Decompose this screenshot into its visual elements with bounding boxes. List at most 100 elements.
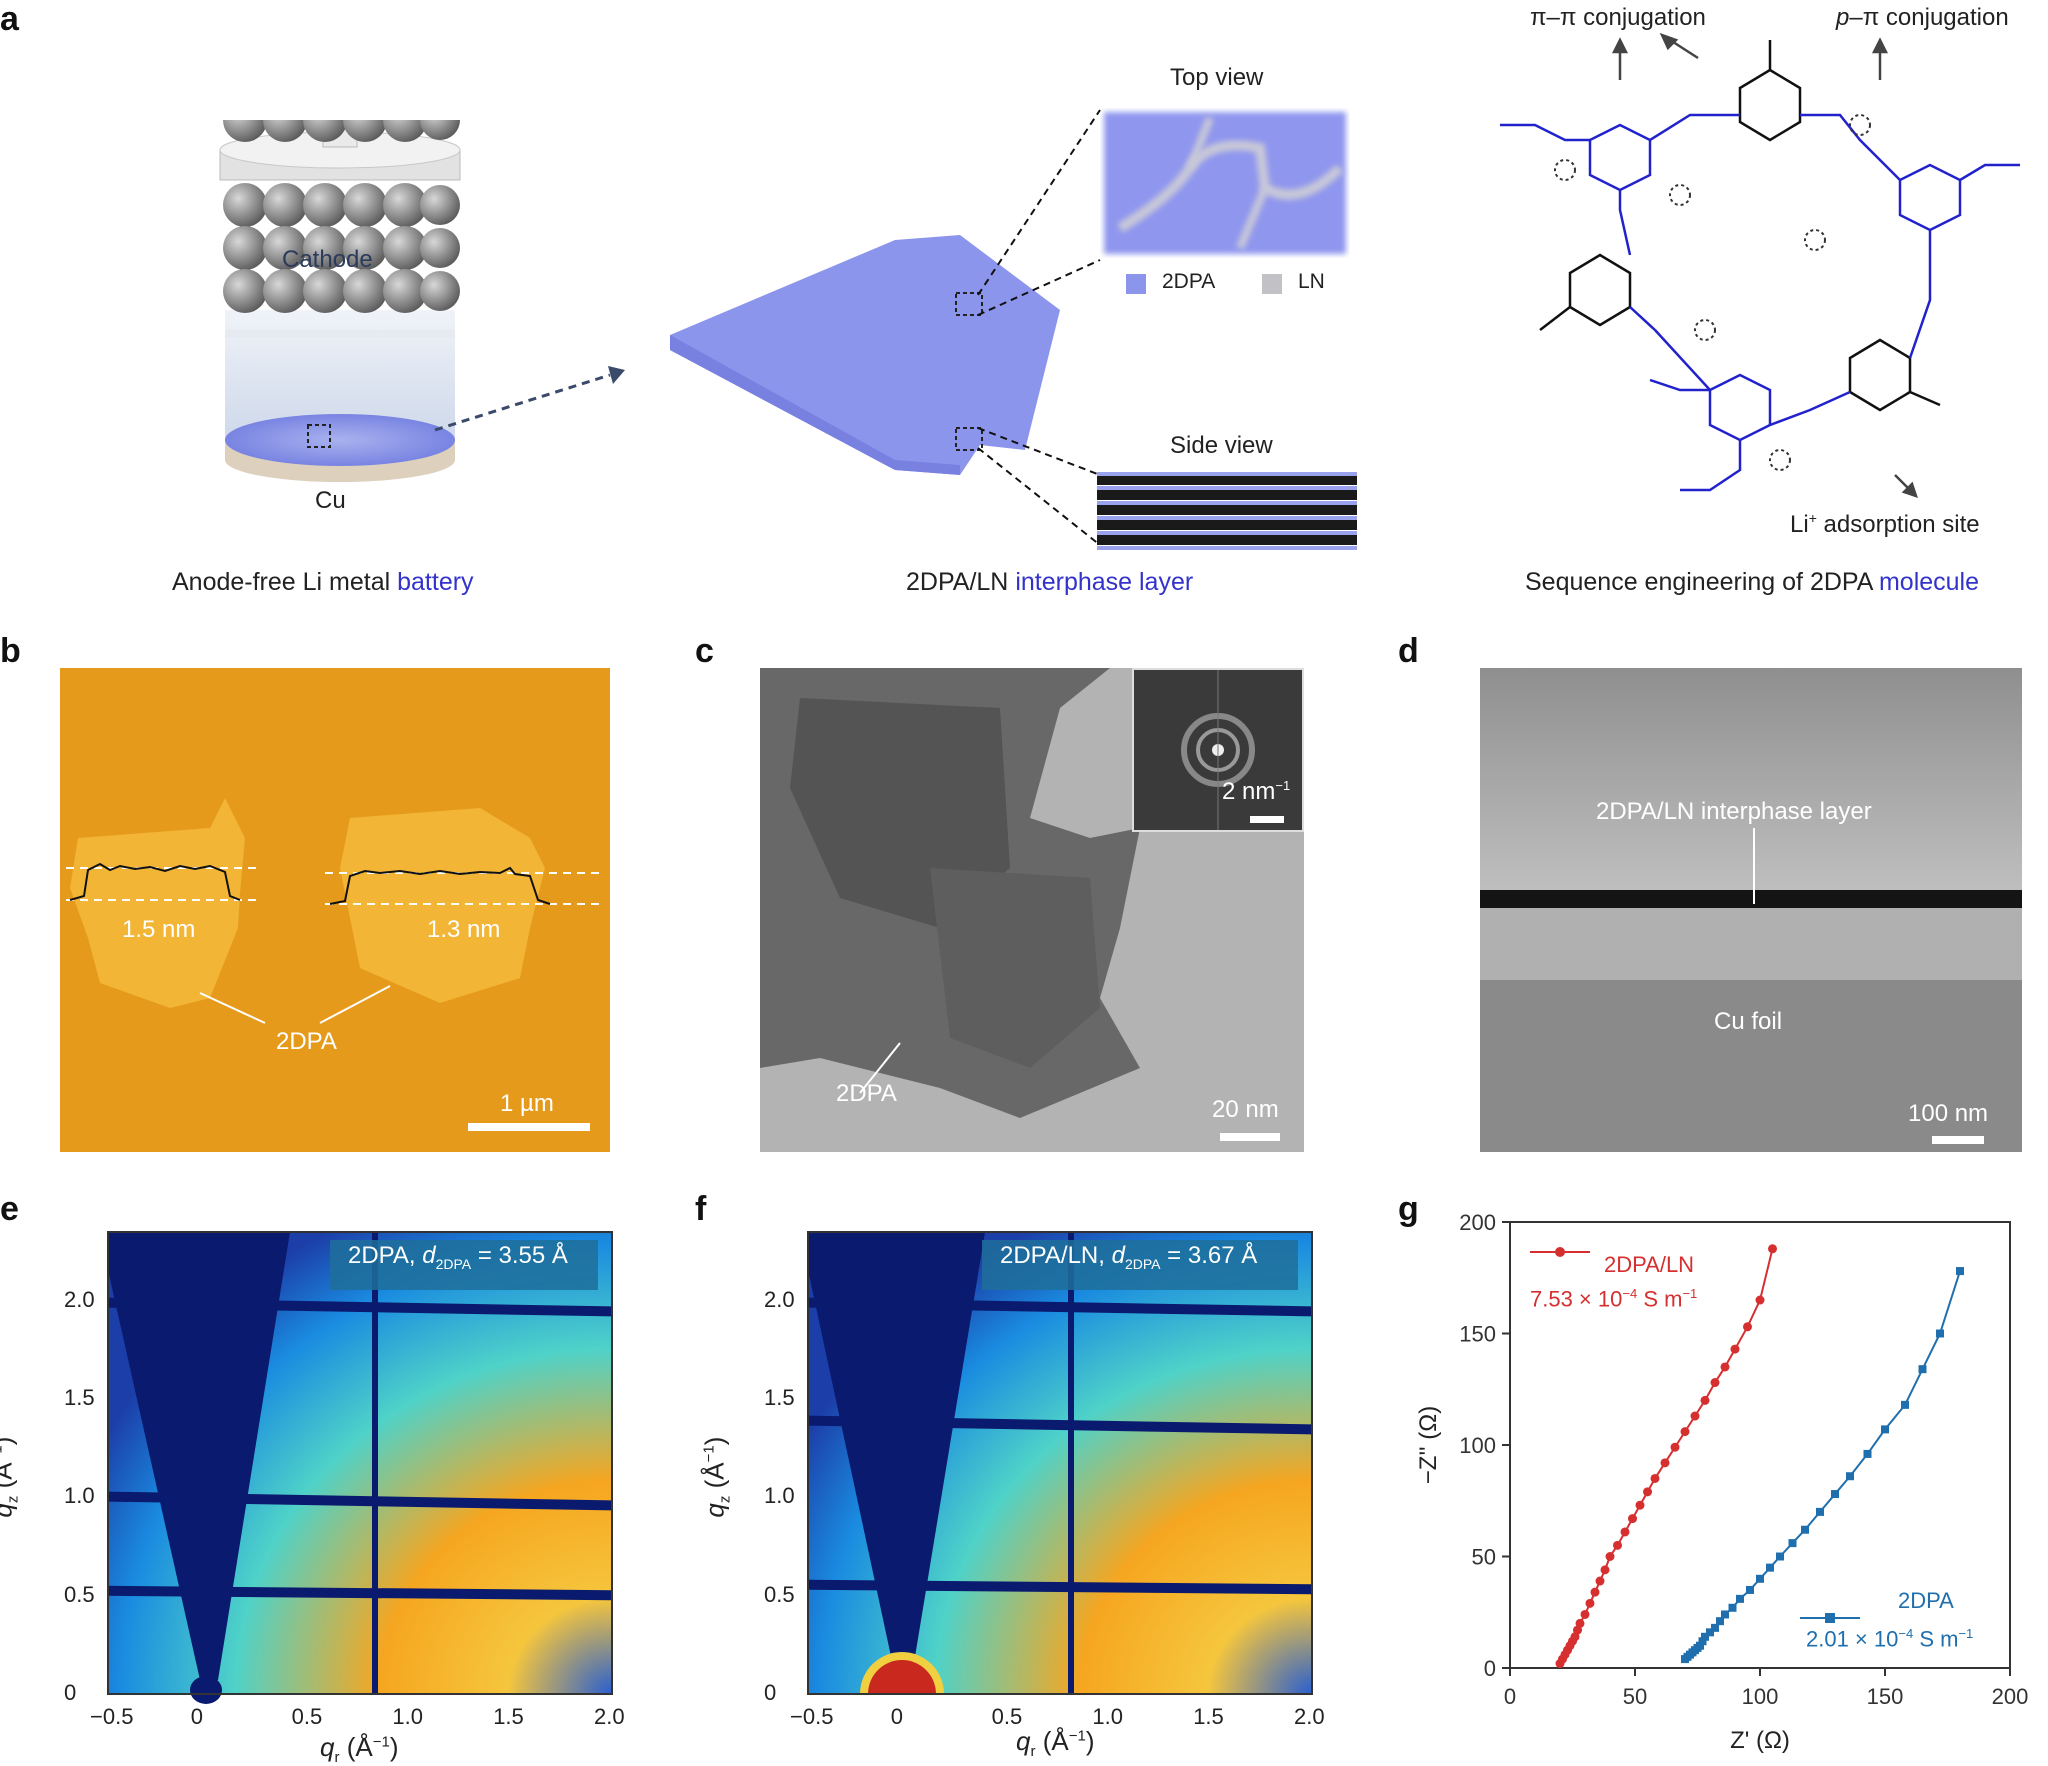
gisaxs-ytick: 1.0 [64,1483,95,1509]
battery-illustration [219,120,461,482]
data-point-2dpa [1698,1637,1707,1646]
gisaxs-ytick: 0 [764,1680,777,1705]
data-point-2dpa-ln [1628,1514,1637,1524]
x-tick-label: 50 [1623,1684,1647,1709]
gisaxs-ytick: 0 [64,1680,77,1705]
gisaxs-ytick: 1.5 [64,1385,95,1411]
data-point-2dpa [1716,1617,1724,1626]
data-point-2dpa-ln [1605,1552,1615,1561]
cu-label: Cu [315,487,346,514]
legend-marker-2dpa-ln [1555,1247,1565,1257]
data-point-2dpa [1788,1539,1797,1548]
gisaxs-2dpa-plot [107,1231,613,1704]
panel-label-a: a [0,0,19,38]
gisaxs-e-ylabel: qz (Å−1) [0,1437,22,1518]
data-point-2dpa-ln [1730,1344,1740,1354]
legend-ln: LN [1298,270,1325,293]
afm-height-2: 1.3 nm [427,916,501,943]
data-point-2dpa [1706,1628,1714,1637]
li-adsorption-label: Li+ adsorption site [1790,510,1980,538]
gisaxs-xtick: −0.5 [790,1704,834,1729]
cathode-label: Cathode [282,246,373,273]
data-point-2dpa [1766,1563,1774,1572]
gisaxs-ytick: 0.5 [764,1581,795,1607]
gisaxs-xtick: 1.5 [493,1704,524,1729]
sem-cu-foil-label: Cu foil [1714,1008,1783,1035]
gisaxs-xtick: 0 [190,1704,204,1729]
data-point-2dpa-ln [1680,1427,1690,1437]
legend-swatch-2dpa [1126,274,1146,294]
top-view-image [1104,112,1346,254]
interphase-sheet [670,235,1060,475]
data-point-2dpa [1881,1425,1889,1434]
fft-scale-label: 2 nm−1 [1222,778,1291,805]
data-point-2dpa-ln [1768,1244,1777,1254]
data-point-2dpa [1696,1641,1704,1650]
tem-image [760,668,1304,1152]
y-tick-label: 150 [1459,1322,1496,1347]
data-point-2dpa-ln [1643,1487,1652,1497]
tem-scale-bar-label: 20 nm [1212,1096,1279,1123]
afm-height-1: 1.5 nm [122,916,196,943]
battery-caption: Anode-free Li metal battery [172,568,474,596]
gisaxs-ytick: 2.0 [764,1286,795,1312]
gisaxs-xtick: 0.5 [291,1704,323,1729]
pi-pi-conjugation-label: π–π conjugation [1530,4,1706,31]
data-point-2dpa-ln [1660,1458,1670,1468]
molecule-caption: Sequence engineering of 2DPA molecule [1525,568,1980,596]
cathode-particles [223,120,460,313]
gisaxs-xtick: 2.0 [594,1704,625,1729]
data-point-2dpa [1918,1365,1927,1374]
gisaxs-ytick: 0.5 [64,1581,95,1607]
gisaxs-f-xlabel: qr (Å−1) [1016,1726,1095,1761]
gisaxs-e-xlabel: qr (Å−1) [320,1732,399,1766]
data-point-2dpa-ln [1650,1473,1660,1483]
panel-label-c: c [695,632,714,670]
gisaxs-2dpa-ln-plot [807,1231,1313,1695]
panel-label-e: e [0,1190,19,1228]
zoom-arrow [434,366,625,432]
y-tick-label: 50 [1472,1545,1496,1570]
afm-image [60,668,610,1152]
data-point-2dpa-ln [1585,1598,1595,1608]
data-point-2dpa [1721,1610,1729,1619]
data-point-2dpa-ln [1670,1442,1680,1452]
data-point-2dpa [1901,1400,1909,1409]
series-2dpa-conductivity: 2.01 × 10−4 S m−1 [1806,1626,1974,1652]
series-2dpa-ln-conductivity: 7.53 × 10−4 S m−1 [1530,1286,1698,1312]
y-tick-label: 100 [1459,1433,1496,1458]
data-point-2dpa-ln [1720,1362,1730,1372]
data-point-2dpa-ln [1575,1618,1585,1628]
panel-label-b: b [0,632,21,670]
gisaxs-xtick: 1.5 [1193,1704,1224,1729]
data-point-2dpa-ln [1620,1527,1630,1537]
gisaxs-xtick: 2.0 [1294,1704,1325,1729]
data-point-2dpa [1846,1472,1854,1481]
tem-2dpa-label: 2DPA [836,1080,897,1107]
panel-label-d: d [1398,632,1419,670]
gisaxs-ytick: 1.0 [764,1483,795,1509]
legend-swatch-ln [1262,274,1282,294]
data-point-2dpa-ln [1580,1609,1590,1619]
afm-scale-bar-label: 1 µm [500,1090,554,1117]
tem-fft-inset [1132,668,1304,832]
side-view-image [1097,472,1357,550]
data-point-2dpa [1816,1507,1824,1516]
data-point-2dpa [1801,1525,1809,1534]
2dpa-molecule-structure [1500,32,2020,498]
layer-caption: 2DPA/LN interphase layer [906,568,1194,596]
data-point-2dpa-ln [1635,1500,1645,1510]
data-point-2dpa [1863,1449,1872,1458]
data-point-2dpa [1956,1267,1964,1276]
gisaxs-xtick: 1.0 [392,1704,423,1729]
sem-scale-bar-label: 100 nm [1908,1100,1989,1127]
afm-2dpa-label: 2DPA [276,1028,337,1055]
data-point-2dpa [1936,1329,1944,1338]
gisaxs-ytick: 2.0 [64,1286,95,1312]
gisaxs-2dpa-ln-annotation: 2DPA/LN, d2DPA = 3.67 Å [1000,1242,1258,1272]
data-point-2dpa-ln [1690,1411,1700,1421]
series-2dpa-name: 2DPA [1898,1588,1954,1613]
panel-label-g: g [1398,1190,1419,1228]
zoom-lines [977,109,1101,546]
